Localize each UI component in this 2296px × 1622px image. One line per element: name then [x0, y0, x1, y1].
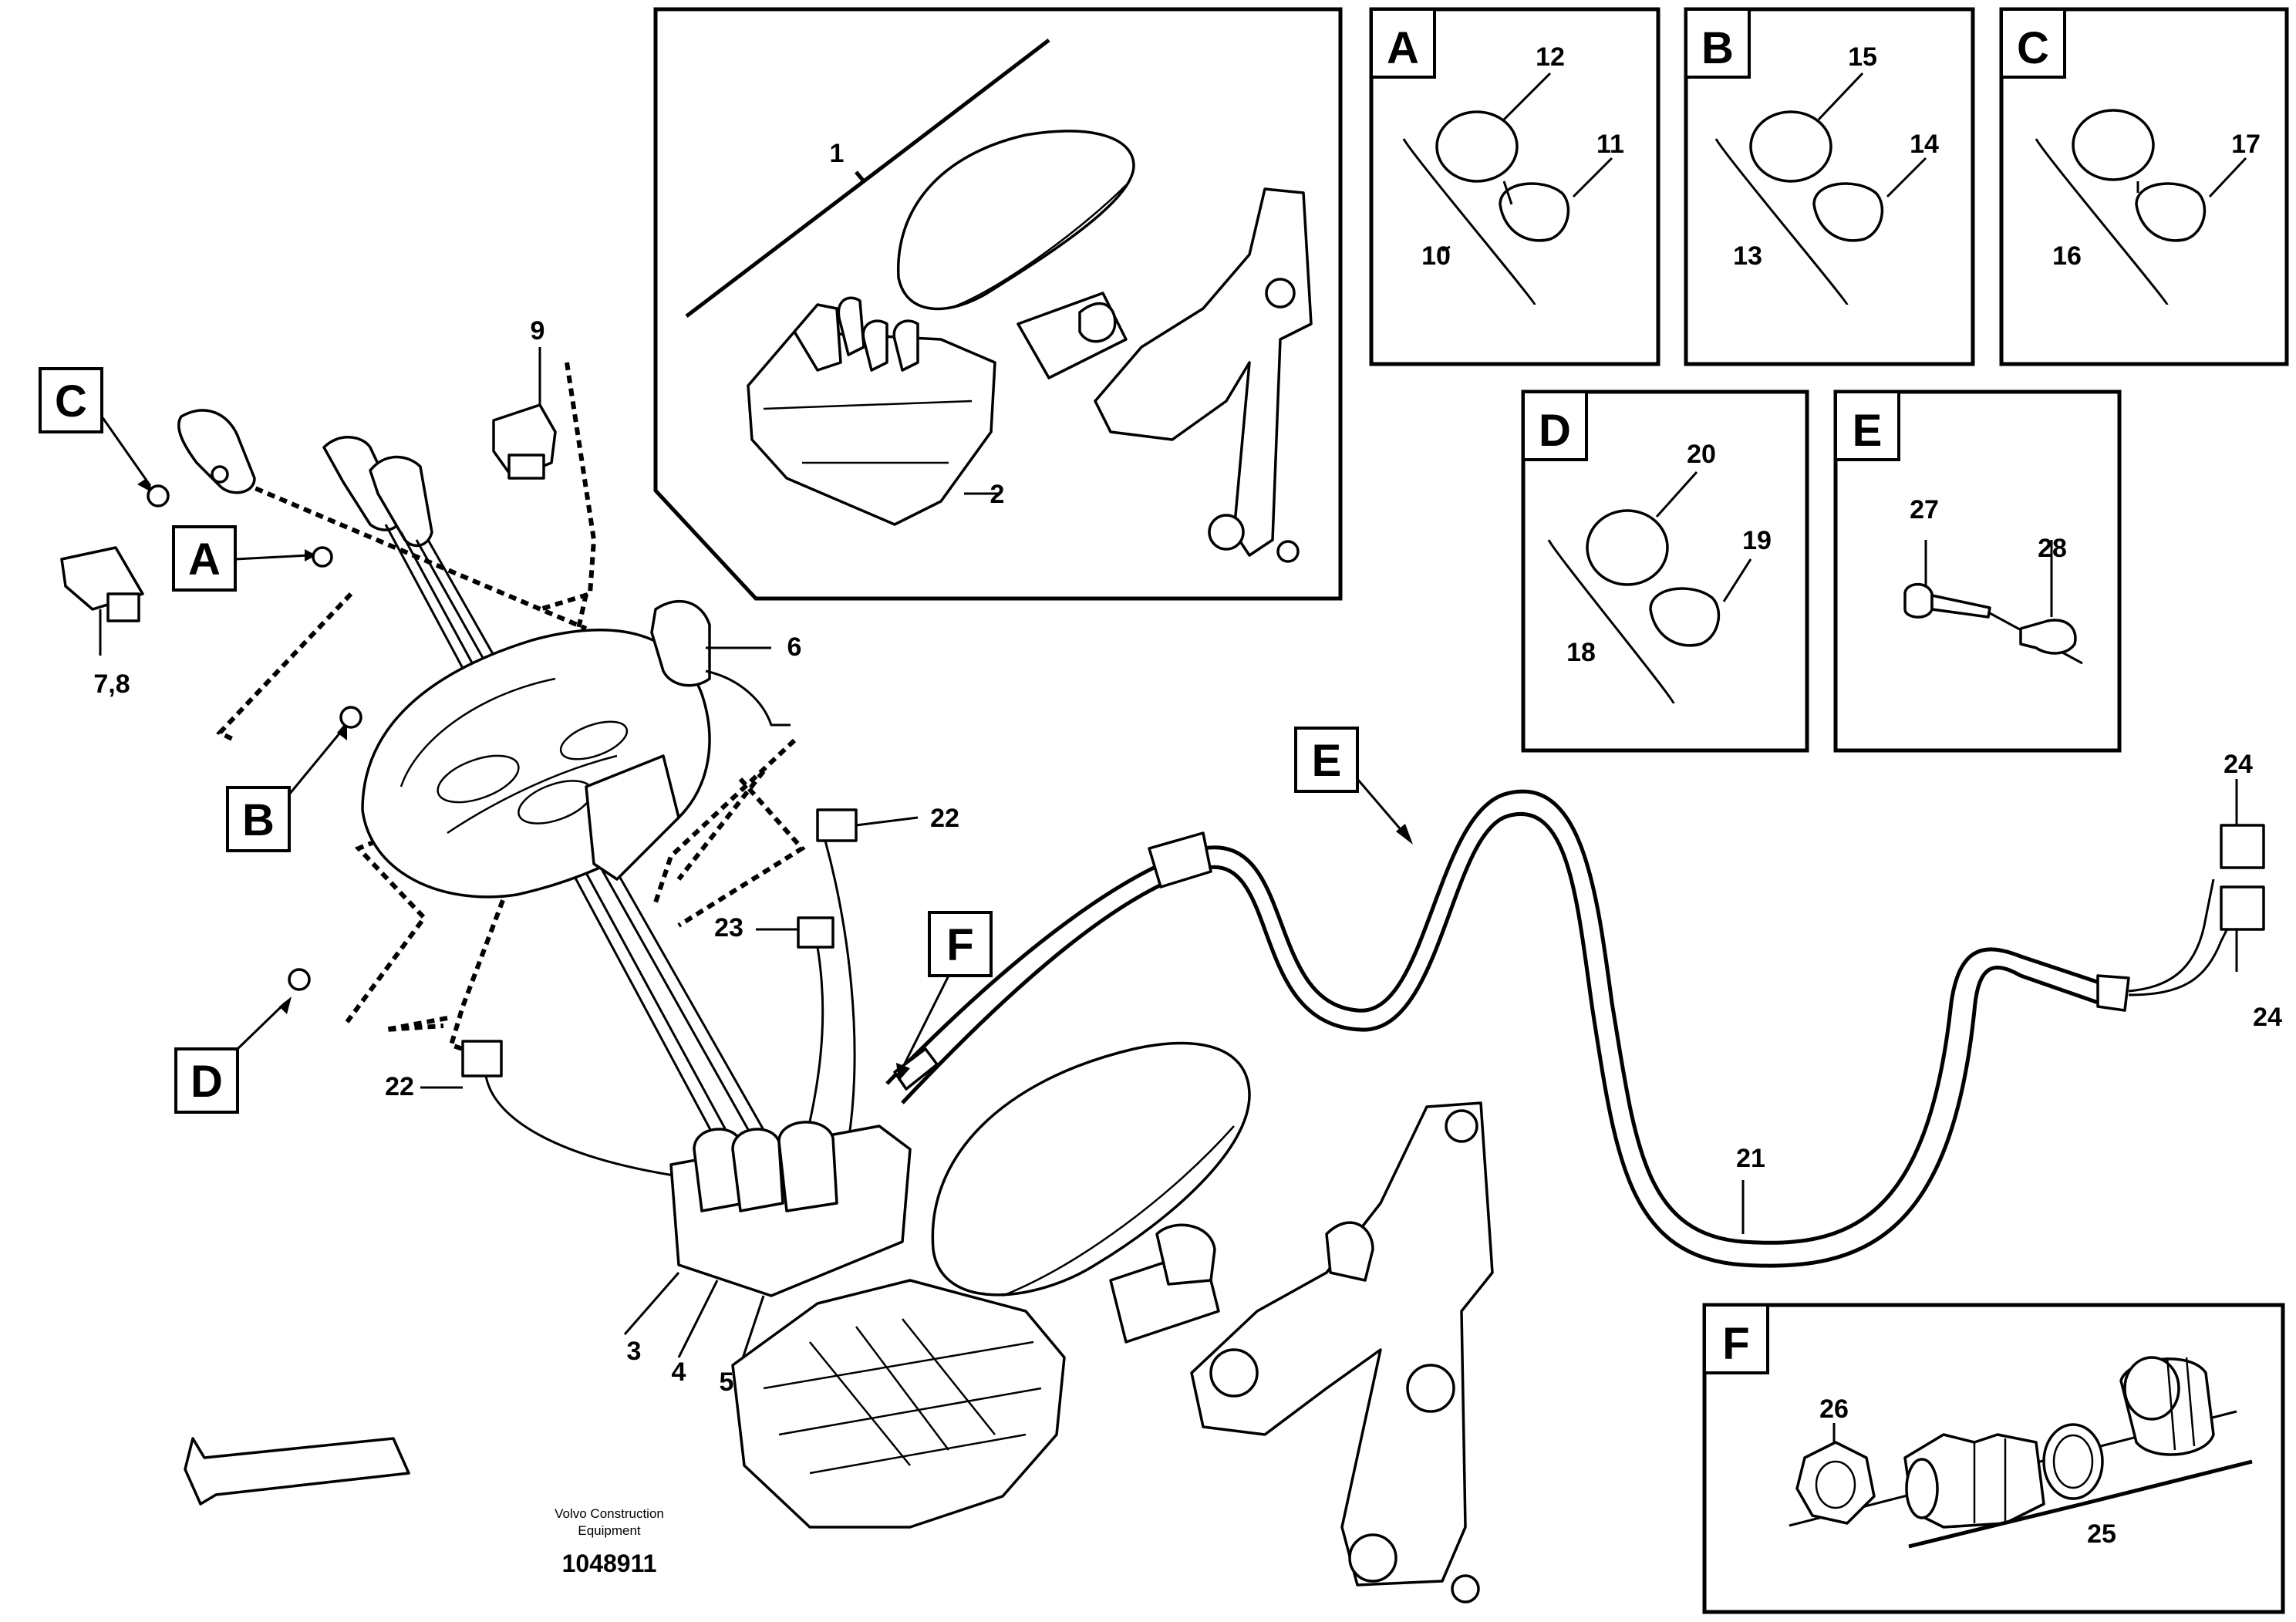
callout-21: 21 — [1736, 1144, 1765, 1173]
inset-console-assembly: 1 2 — [653, 7, 1343, 601]
inset-B-letter: B — [1701, 23, 1734, 73]
inset-F-callout-25: 25 — [2087, 1519, 2116, 1549]
callout-22-top: 22 — [930, 804, 959, 833]
inset-D-callout-19: 19 — [1742, 526, 1772, 555]
inset-A-letter: A — [1387, 23, 1419, 73]
callout-4: 4 — [672, 1357, 686, 1387]
inset-D: D 20 19 18 — [1521, 389, 1809, 753]
callout-7-8: 7,8 — [93, 669, 130, 699]
detail-ref-F-box — [928, 911, 993, 977]
inset-B-callout-15: 15 — [1848, 42, 1877, 72]
inset-B: B 15 14 13 — [1684, 7, 1975, 366]
inset-E-callout-28: 28 — [2038, 534, 2067, 563]
callout-22-bottom: 22 — [385, 1072, 414, 1101]
callout-24-bottom: 24 — [2253, 1003, 2282, 1032]
detail-ref-C-box — [39, 367, 103, 433]
detail-ref-E: E — [1312, 736, 1342, 786]
callout-6: 6 — [787, 632, 802, 662]
inset-F: F 26 25 — [1702, 1303, 2285, 1614]
inset-A-callout-10: 10 — [1421, 241, 1451, 271]
inset-E: E 27 28 — [1833, 389, 2122, 753]
inset-B-callout-13: 13 — [1733, 241, 1762, 271]
callout-24-top: 24 — [2224, 750, 2253, 779]
direction-arrow-icon — [184, 1437, 410, 1506]
inset-D-callout-18: 18 — [1566, 638, 1596, 667]
detail-ref-D: D — [190, 1057, 223, 1107]
inset-C-callout-17: 17 — [2231, 130, 2261, 159]
callout-1: 1 — [830, 139, 845, 168]
inset-C: C 17 16 — [1999, 7, 2289, 366]
inset-E-callout-27: 27 — [1910, 495, 1939, 524]
inset-A: A 12 11 10 — [1369, 7, 1660, 366]
drawing-number: 1048911 — [562, 1549, 657, 1577]
detail-ref-F: F — [946, 920, 973, 970]
inset-F-callout-26: 26 — [1819, 1394, 1849, 1424]
inset-D-letter: D — [1539, 406, 1571, 456]
callout-9: 9 — [531, 316, 545, 346]
inset-F-letter: F — [1722, 1319, 1749, 1369]
inset-C-callout-16: 16 — [2052, 241, 2082, 271]
callout-2: 2 — [990, 480, 1005, 509]
footer: Volvo Construction Equipment 1048911 — [555, 1506, 664, 1577]
company-line-1: Volvo Construction — [555, 1506, 664, 1521]
callout-5: 5 — [720, 1367, 734, 1397]
inset-D-callout-20: 20 — [1687, 440, 1716, 469]
callout-3: 3 — [627, 1337, 642, 1366]
inset-A-callout-12: 12 — [1536, 42, 1565, 72]
detail-ref-A: A — [188, 534, 221, 585]
company-line-2: Equipment — [578, 1523, 641, 1538]
callout-23: 23 — [714, 913, 743, 943]
inset-C-letter: C — [2017, 23, 2049, 73]
inset-B-callout-14: 14 — [1910, 130, 1939, 159]
detail-ref-B: B — [242, 795, 275, 845]
detail-ref-C: C — [55, 376, 87, 427]
inset-E-letter: E — [1853, 406, 1883, 456]
inset-A-callout-11: 11 — [1596, 130, 1624, 159]
main-exploded-view: C A 7,8 9 — [39, 316, 2282, 1603]
